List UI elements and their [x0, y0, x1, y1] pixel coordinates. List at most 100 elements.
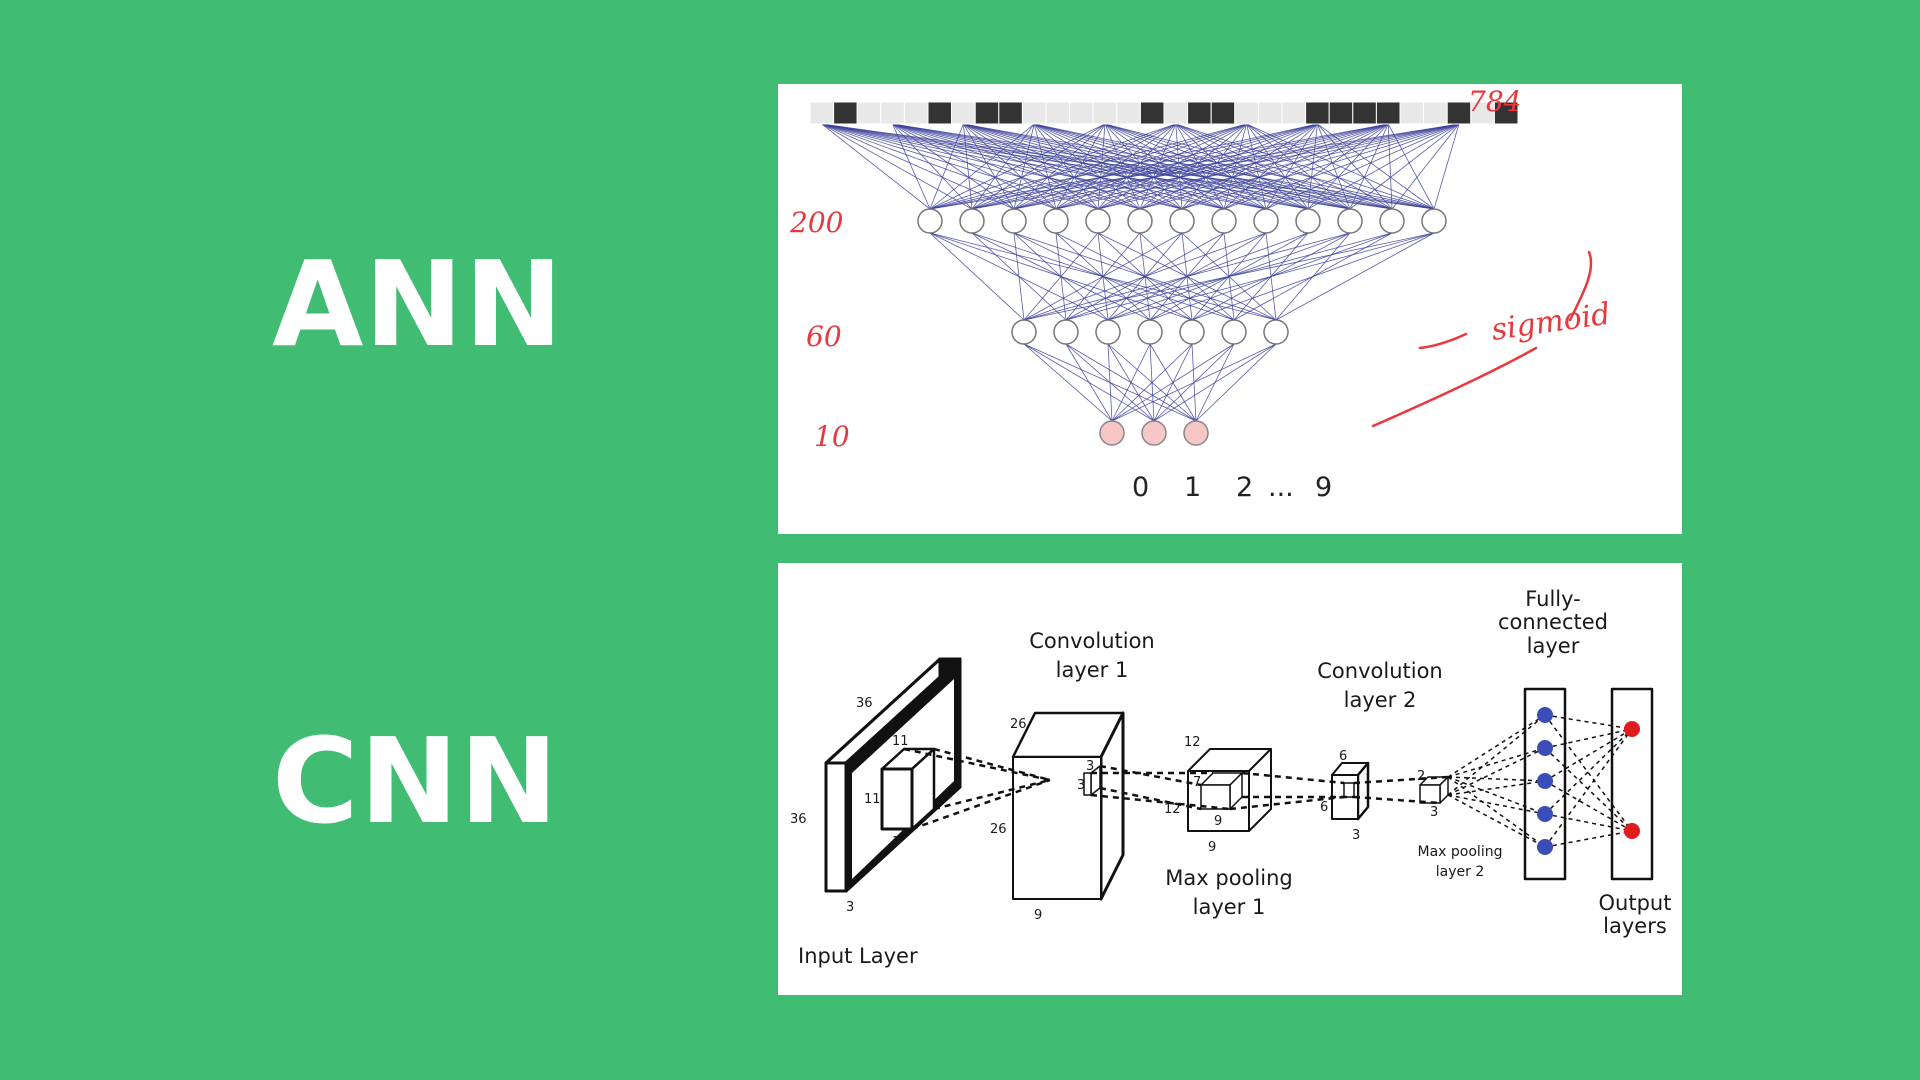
hidden2-neuron: [1137, 319, 1163, 345]
hidden1-neuron: [1295, 208, 1321, 234]
ann-edge: [1265, 123, 1318, 210]
ann-edge: [971, 123, 1318, 210]
ann-edge: [1023, 232, 1099, 321]
cnn-title: CNN: [272, 712, 560, 850]
hidden1-neuron: [1127, 208, 1153, 234]
input-pixel: [1399, 101, 1425, 125]
pool-to-fc-edge: [1447, 714, 1546, 796]
input-pixel: [1328, 101, 1354, 125]
pool-to-fc-edge: [1447, 780, 1546, 796]
ann-edge: [821, 123, 931, 210]
ann-edge: [1307, 123, 1389, 210]
pool1-label-line2: layer 1: [1193, 895, 1266, 919]
ann-edge: [1055, 123, 1460, 210]
hidden2-count-annotation: 60: [806, 320, 842, 353]
output-layer-frame: [1610, 687, 1654, 881]
ann-edge: [1139, 123, 1389, 210]
pool-to-fc-edge: [1447, 776, 1546, 782]
hidden1-neuron: [959, 208, 985, 234]
conv1-volume: [1011, 711, 1125, 901]
hidden1-count-annotation: 200: [789, 206, 843, 239]
hidden1-neuron: [1421, 208, 1447, 234]
pool2-label-line2: layer 2: [1436, 864, 1484, 880]
fc-to-output-edge: [1544, 714, 1633, 730]
ann-edge: [1181, 123, 1460, 210]
ann-edge: [1111, 343, 1151, 422]
hidden2-neuron: [1095, 319, 1121, 345]
ann-edge: [929, 123, 1389, 210]
dim-kernel2-height: 3: [1077, 778, 1085, 793]
dim-kernel1-depth: 3: [892, 835, 900, 850]
ann-edge: [1111, 343, 1235, 422]
dim-conv1-width: 26: [1010, 717, 1027, 732]
ann-edge: [1013, 123, 1389, 210]
ann-edge: [1265, 123, 1460, 210]
ann-edge: [929, 123, 1176, 210]
ann-edge: [1275, 232, 1435, 321]
input-pixel: [1305, 101, 1330, 125]
dim-conv2-depth: 3: [1352, 828, 1360, 843]
ann-diagram: 784 200 60 10 sigmoid 0 1 2 ... 9: [778, 84, 1682, 534]
input-kernel: [880, 747, 936, 831]
dim-pool1-depth: 9: [1208, 840, 1216, 855]
ann-edge: [1023, 343, 1113, 422]
output-label-ellipsis: ...: [1268, 472, 1294, 503]
hidden2-neuron: [1053, 319, 1079, 345]
ann-edge: [1391, 123, 1460, 210]
ann-edge: [1013, 123, 1318, 210]
dim-input-height: 36: [790, 812, 807, 827]
ann-edge: [1181, 123, 1318, 210]
ann-edge: [1065, 343, 1113, 422]
ann-edge: [1023, 232, 1435, 321]
hidden1-neuron: [917, 208, 943, 234]
dim-kernel1-height: 11: [864, 792, 881, 807]
output-neuron: [1624, 823, 1640, 839]
cnn-connectors: [903, 747, 1449, 831]
ann-edge: [1307, 123, 1460, 210]
output-label-line2: layers: [1603, 914, 1667, 938]
ann-edge: [1307, 123, 1318, 210]
output-count-annotation: 10: [814, 420, 850, 453]
hidden2-neuron: [1011, 319, 1037, 345]
input-pixel: [1210, 101, 1236, 125]
conv1-label-line1: Convolution: [1029, 629, 1154, 653]
ann-edge: [1097, 123, 1318, 210]
ann-edge: [1349, 123, 1389, 210]
output-label-line1: Output: [1599, 891, 1672, 915]
ann-edge: [929, 232, 1025, 321]
ann-edge: [1139, 123, 1318, 210]
ann-title: ANN: [272, 235, 564, 373]
ann-edge: [929, 123, 1106, 210]
hidden1-neuron: [1253, 208, 1279, 234]
cnn-network-svg: Input Layer Convolution layer 1 Convolut…: [790, 587, 1672, 968]
pool-to-fc-edge: [1447, 776, 1546, 815]
hidden1-neuron: [1379, 208, 1405, 234]
ann-edge: [1317, 123, 1435, 210]
output-neuron: [1183, 420, 1209, 446]
fc-neuron: [1537, 773, 1553, 789]
pool-to-fc-edge: [1447, 794, 1546, 815]
pool-to-fc-edge: [1447, 747, 1546, 796]
input-count-annotation: 784: [1468, 85, 1521, 118]
pool-to-fc-edge: [1447, 776, 1546, 848]
fc-label-line1: Fully-: [1525, 587, 1581, 611]
input-pixel: [1257, 101, 1283, 125]
ann-edge: [971, 123, 1460, 210]
ann-edge: [1223, 123, 1460, 210]
dim-input-depth: 3: [846, 900, 854, 915]
input-pixel: [856, 101, 882, 125]
input-pixel: [1021, 101, 1047, 125]
pool2-label-line1: Max pooling: [1418, 844, 1503, 860]
input-pixel: [1234, 101, 1259, 125]
ann-edge: [1023, 232, 1183, 321]
input-pixel: [1116, 101, 1141, 125]
dim-conv1-height: 26: [990, 822, 1007, 837]
ann-edge: [1433, 123, 1460, 210]
ann-edge: [1223, 123, 1318, 210]
input-pixel: [1139, 101, 1165, 125]
input-pixel: [833, 101, 858, 125]
input-pixel: [974, 101, 1000, 125]
fc-nodes: [1537, 707, 1640, 855]
sigmoid-annotation: sigmoid: [1489, 297, 1612, 348]
input-pixel: [809, 101, 835, 125]
